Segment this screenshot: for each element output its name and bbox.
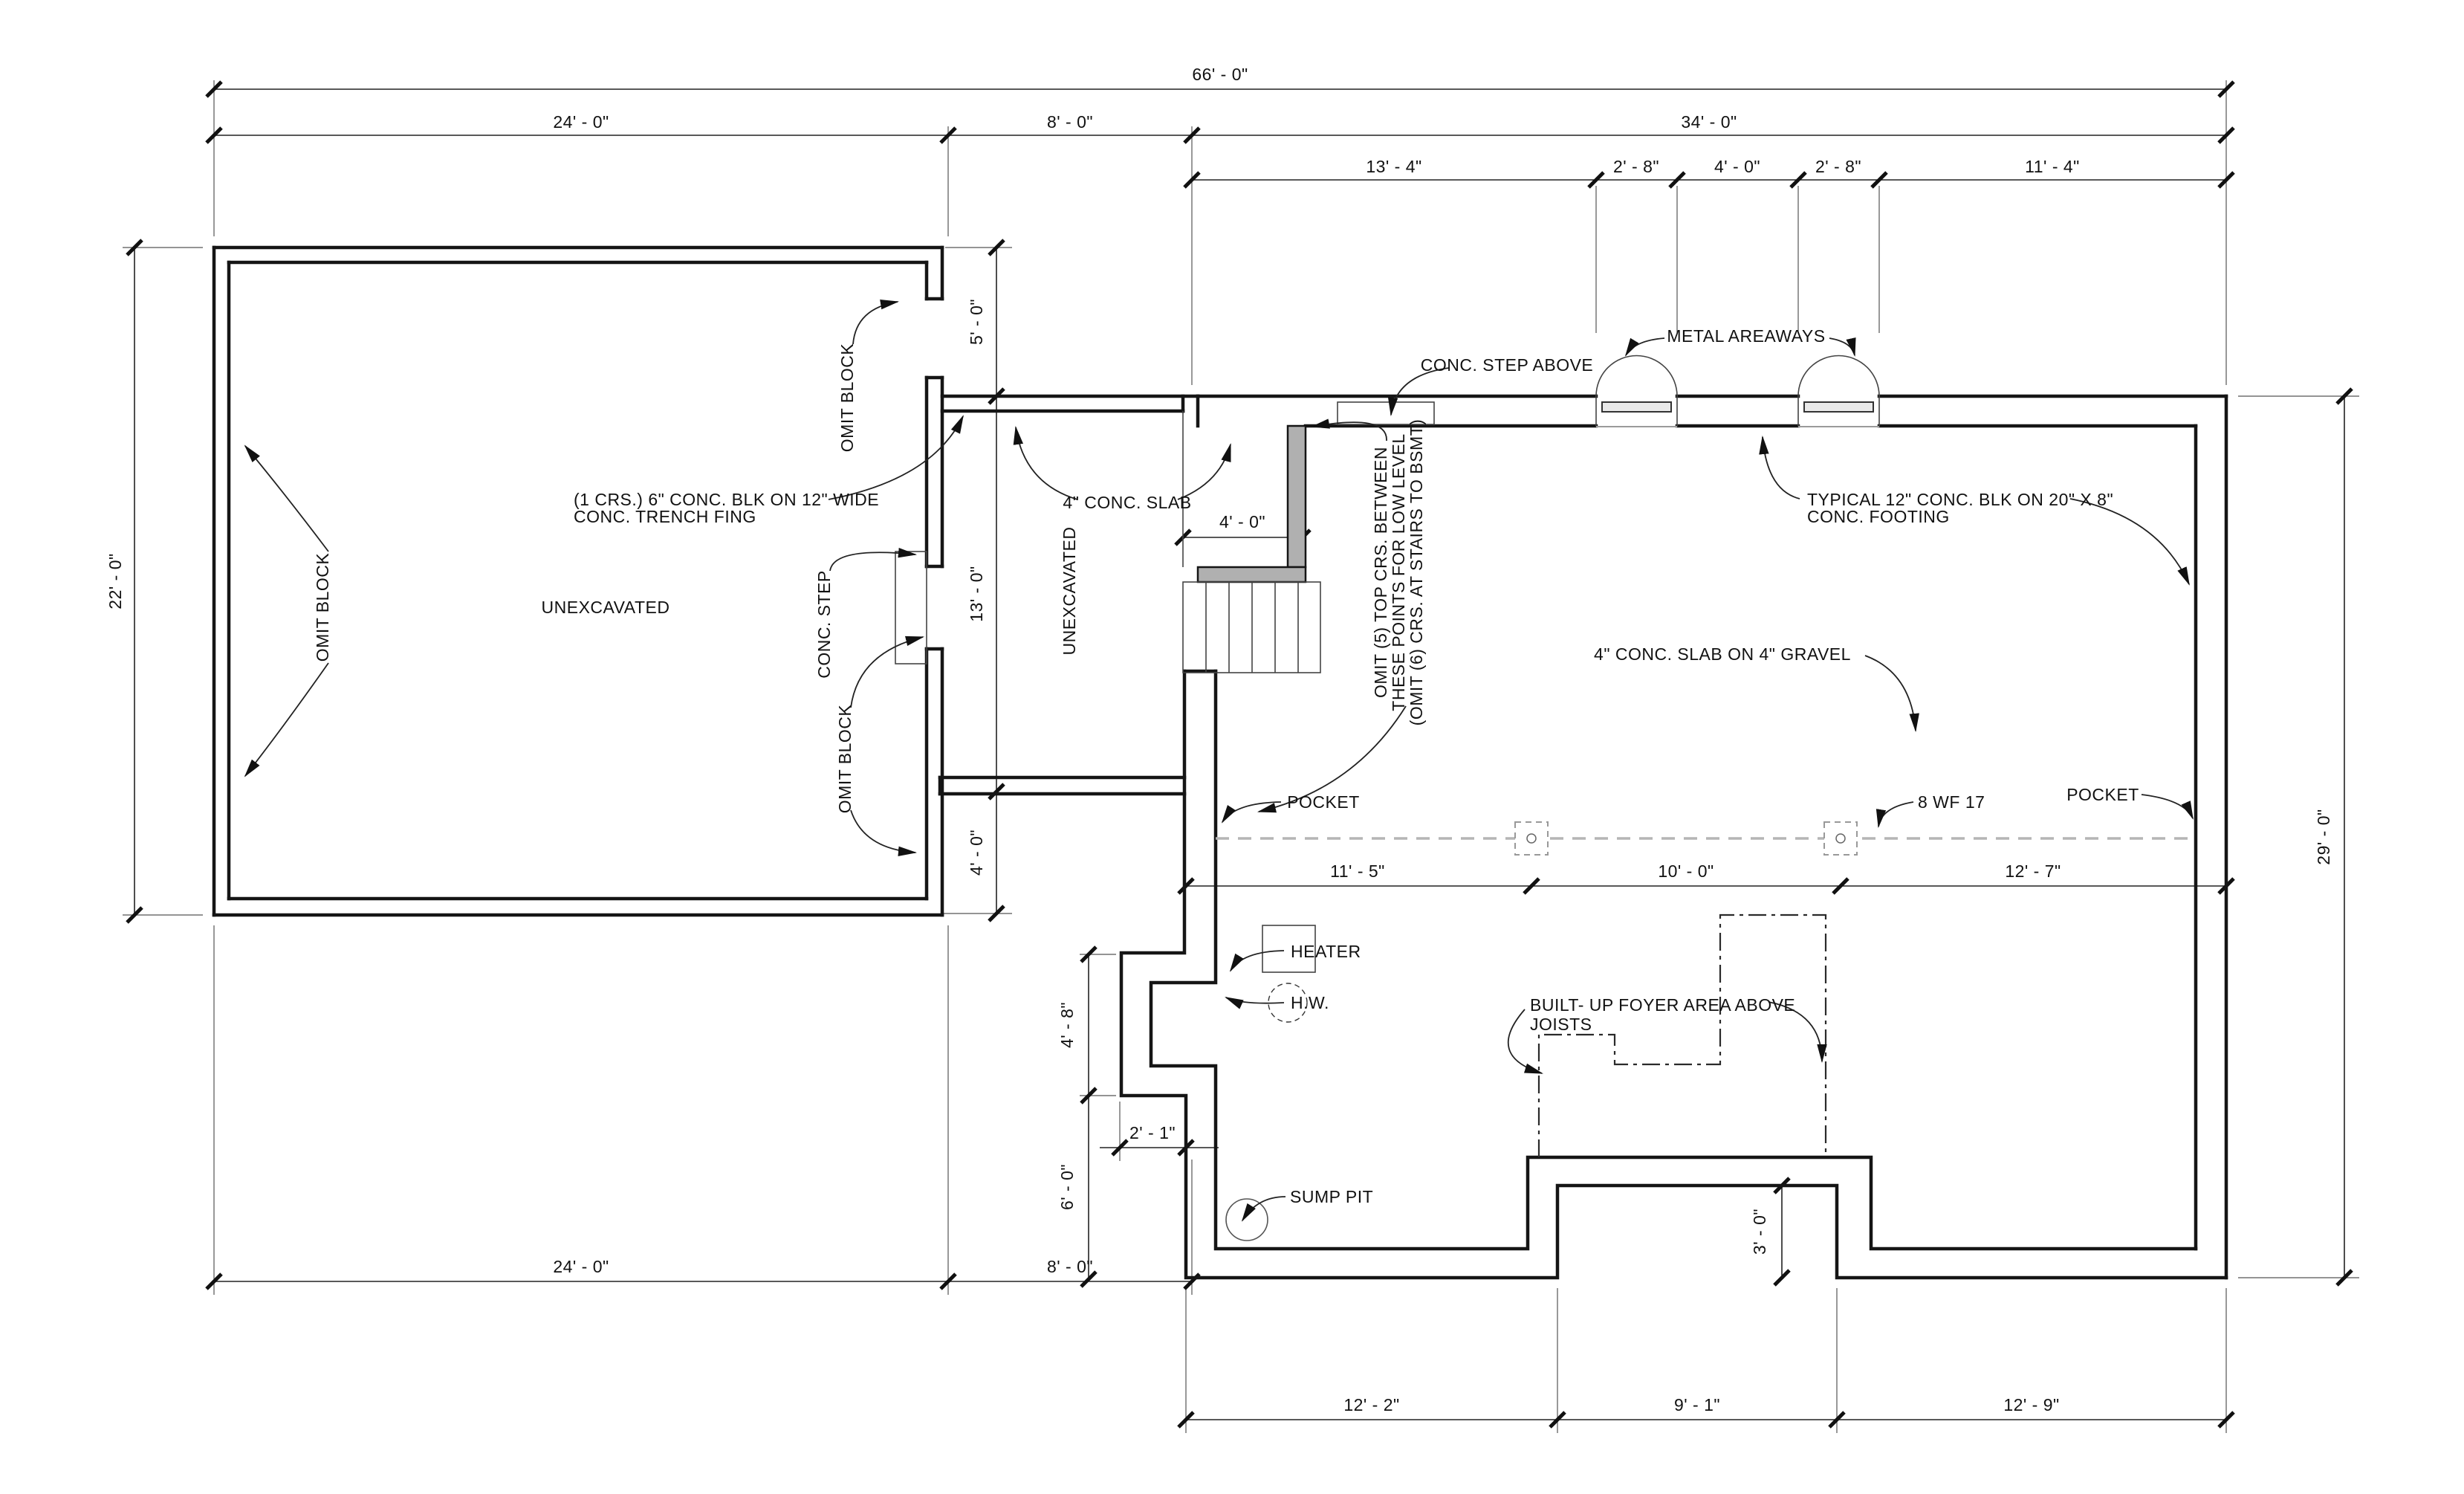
- label-unexcavated-left: UNEXCAVATED: [542, 598, 670, 617]
- areaway-arc: [1797, 355, 1880, 397]
- dim-bottom-r1: 12' - 2": [1343, 1395, 1399, 1414]
- dim-bay-1: 11' - 5": [1330, 861, 1385, 881]
- metal-areaway-1: [1595, 355, 1678, 427]
- basement-stairs: [1182, 411, 1321, 673]
- label-omit-block-top: OMIT BLOCK: [837, 343, 857, 453]
- dim-west-side: 6' - 0": [1057, 1164, 1077, 1210]
- annotation-text: OMIT BLOCK OMIT BLOCK CONC. STEP OMIT BL…: [313, 326, 2139, 1206]
- dim-seg-13: 13' - 0": [967, 566, 986, 621]
- areaway-arc: [1595, 355, 1678, 397]
- dim-bottom-left: 24' - 0": [553, 1257, 609, 1276]
- label-unexcavated-mid: UNEXCAVATED: [1060, 527, 1079, 656]
- column-2: [1823, 821, 1858, 856]
- label-omit5-line1: OMIT (5) TOP CRS. BETWEEN: [1371, 447, 1390, 698]
- dim-left-height: 22' - 0": [106, 553, 125, 609]
- hot-water-tank: [1268, 983, 1308, 1023]
- sump-pit-circle: [1225, 1198, 1268, 1241]
- corridor-walls: [938, 394, 1200, 796]
- column-1: [1514, 821, 1549, 856]
- label-omit-block-left: OMIT BLOCK: [313, 553, 332, 662]
- dim-bottom-r3: 12' - 9": [2003, 1395, 2059, 1414]
- label-pocket-left: POCKET: [1287, 792, 1360, 812]
- label-crs-line2: CONC. TRENCH FING: [574, 507, 756, 526]
- label-heater: HEATER: [1291, 942, 1361, 961]
- label-metal-areaways: METAL AREAWAYS: [1667, 326, 1825, 346]
- dim-overall-width: 66' - 0": [1192, 65, 1248, 84]
- dim-top-left: 24' - 0": [553, 112, 609, 132]
- dim-sub-4: 2' - 8": [1815, 157, 1861, 176]
- dim-right-height: 29' - 0": [2314, 809, 2333, 864]
- dim-sub-1: 13' - 4": [1366, 157, 1421, 176]
- dim-top-mid: 8' - 0": [1047, 112, 1093, 132]
- label-omit5-line3: (OMIT (6) CRS. AT STAIRS TO BSMT): [1407, 419, 1426, 726]
- label-pocket-right: POCKET: [2066, 785, 2139, 804]
- label-typical-line1: TYPICAL 12" CONC. BLK ON 20" X 8": [1807, 490, 2113, 509]
- extension-lines: [123, 80, 2359, 1433]
- stair-wall-east: [1286, 424, 1307, 569]
- dim-nook-width: 2' - 1": [1129, 1123, 1176, 1142]
- dim-bottom-r2: 9' - 1": [1674, 1395, 1720, 1414]
- dim-sub-5: 11' - 4": [2025, 157, 2080, 176]
- dim-sub-3: 4' - 0": [1714, 157, 1760, 176]
- left-room-walls: [212, 245, 944, 917]
- dim-recess-depth: 3' - 0": [1750, 1209, 1769, 1255]
- label-beam: 8 WF 17: [1918, 792, 1985, 812]
- features: [895, 355, 2196, 1241]
- dim-stair-width: 4' - 0": [1219, 512, 1265, 531]
- dim-nook-height: 4' - 8": [1057, 1002, 1077, 1048]
- walls: [212, 245, 2228, 1280]
- dimension-text: 66' - 0" 24' - 0" 8' - 0" 34' - 0" 13' -…: [106, 65, 2333, 1414]
- label-conc-step-above: CONC. STEP ABOVE: [1421, 355, 1594, 375]
- label-sump-pit: SUMP PIT: [1290, 1187, 1373, 1206]
- stair-wall-south: [1196, 566, 1307, 583]
- label-omit5-line2: THESE POINTS FOR LOW LEVEL: [1389, 433, 1408, 711]
- label-slab-gravel: 4" CONC. SLAB ON 4" GRAVEL: [1594, 644, 1851, 664]
- label-crs-line1: (1 CRS.) 6" CONC. BLK ON 12" WIDE: [574, 490, 879, 509]
- basement-walls: [1119, 394, 2228, 1280]
- label-built-up-line2: JOISTS: [1530, 1015, 1592, 1034]
- label-hw: H.W.: [1291, 993, 1329, 1012]
- metal-areaway-2: [1797, 355, 1880, 427]
- conc-step-outline: [895, 551, 927, 664]
- dim-bay-2: 10' - 0": [1658, 861, 1714, 881]
- dim-bay-3: 12' - 7": [2005, 861, 2061, 881]
- label-typical-line2: CONC. FOOTING: [1807, 507, 1950, 526]
- label-omit5-block: OMIT (5) TOP CRS. BETWEEN THESE POINTS F…: [1371, 419, 1426, 726]
- conc-step-above-outline: [1337, 401, 1435, 425]
- dim-seg-4: 4' - 0": [967, 830, 986, 876]
- heater-box: [1262, 925, 1316, 973]
- leader-arrows: [244, 300, 2194, 1222]
- dim-bottom-mid: 8' - 0": [1047, 1257, 1093, 1276]
- label-omit-block-lower: OMIT BLOCK: [835, 705, 855, 814]
- dim-top-right: 34' - 0": [1681, 112, 1737, 132]
- dimension-lines: [127, 82, 2352, 1427]
- label-built-up-line1: BUILT- UP FOYER AREA ABOVE: [1530, 995, 1795, 1015]
- dim-sub-2: 2' - 8": [1613, 157, 1659, 176]
- label-conc-slab: 4" CONC. SLAB: [1063, 493, 1191, 512]
- foyer-outline: [1537, 913, 1827, 1157]
- dim-seg-5: 5' - 0": [967, 299, 986, 345]
- label-conc-step: CONC. STEP: [814, 570, 834, 679]
